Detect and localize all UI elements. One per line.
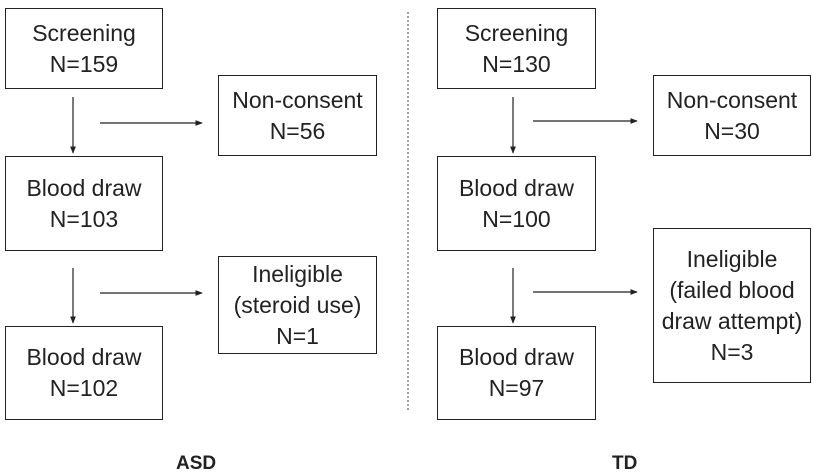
td-blood-draw-2-title: Blood draw (458, 344, 575, 370)
asd-blood-draw-1-count: N=103 (49, 205, 119, 232)
td-screening-count: N=130 (482, 50, 551, 77)
asd-screening-count: N=159 (49, 50, 119, 77)
td-blood-draw-2-count: N=97 (488, 375, 545, 401)
td-ineligible-box: Ineligible (failed blood draw attempt) N… (653, 228, 811, 383)
td-blood-draw-2-box: Blood draw N=97 (437, 326, 596, 420)
asd-ineligible-line1: Ineligible (252, 260, 343, 287)
td-blood-draw-1-title: Blood draw (458, 174, 575, 201)
td-ineligible-line1: Ineligible (686, 245, 778, 272)
td-ineligible-line3: draw attempt) (661, 307, 803, 334)
asd-blood-draw-1-box: Blood draw N=103 (5, 156, 163, 251)
td-screening-box: Screening N=130 (437, 8, 596, 89)
td-blood-draw-1-count: N=100 (482, 205, 551, 232)
td-ineligible-count: N=3 (710, 338, 754, 365)
asd-nonconsent-box: Non-consent N=56 (218, 75, 377, 156)
td-group-label: TD (612, 453, 638, 474)
asd-blood-draw-2-box: Blood draw N=102 (5, 326, 163, 420)
td-blood-draw-1-box: Blood draw N=100 (437, 156, 596, 251)
asd-screening-title: Screening (32, 19, 136, 46)
asd-ineligible-count: N=1 (276, 322, 319, 349)
asd-ineligible-box: Ineligible (steroid use) N=1 (218, 256, 377, 354)
asd-group-label: ASD (176, 453, 217, 474)
asd-screening-box: Screening N=159 (5, 8, 163, 89)
td-screening-title: Screening (464, 19, 569, 46)
asd-blood-draw-2-count: N=102 (49, 375, 119, 401)
td-ineligible-line2: (failed blood (669, 276, 795, 303)
td-nonconsent-box: Non-consent N=30 (653, 75, 811, 156)
asd-blood-draw-2-title: Blood draw (26, 344, 142, 370)
asd-nonconsent-count: N=56 (269, 117, 326, 144)
asd-blood-draw-1-title: Blood draw (26, 174, 142, 201)
td-nonconsent-count: N=30 (704, 117, 760, 144)
asd-nonconsent-title: Non-consent (232, 86, 363, 113)
td-nonconsent-title: Non-consent (666, 86, 798, 113)
asd-ineligible-line2: (steroid use) (233, 291, 362, 318)
